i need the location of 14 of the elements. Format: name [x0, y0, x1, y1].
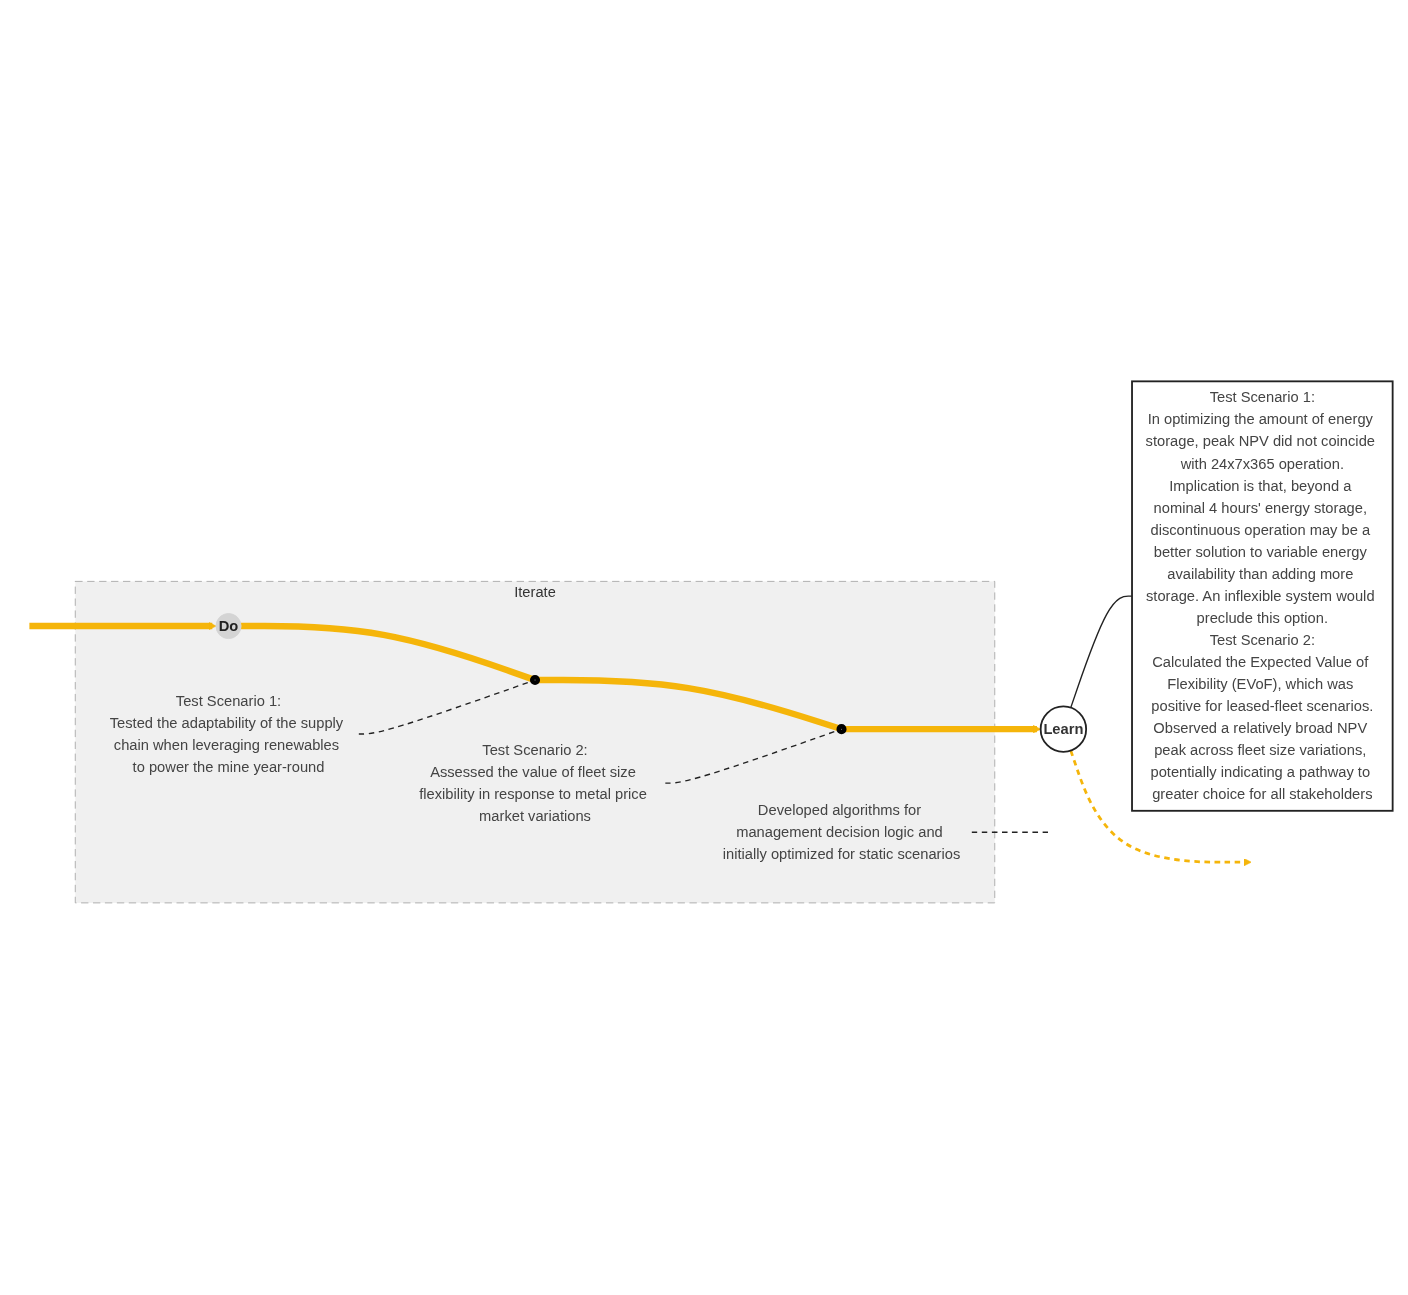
node-box: Test Scenario 1: In optimizing the amount of energy storage, peak NPV did not coincide with 24x7x365 operation. Implication is that, beyond a nominal 4 hours' energy storage, discontinuous operation may be a better solution to variable energy availability than adding more storage. An inflexible system would preclude this option. Test Scenario 2: Calculated the Expected Value of Flexibility (EVoF), which was positive for leased-fleet scenarios. Observed a relatively broad NPV peak across fleet size variations, potentially indicating a pathway to greater choice for all stakeholders: [1131, 380, 1394, 813]
arrow: [29, 622, 217, 631]
node-circle: [529, 675, 541, 686]
node-text: Test Scenario 2: Assessed the value of fleet size flexibility in response to metal price market variations: [419, 742, 647, 824]
connector: [537, 677, 840, 732]
node-text: Test Scenario 1: Tested the adaptability of the supply chain when leveraging renewables to power the mine year-round: [109, 693, 344, 775]
arrow: [1069, 750, 1252, 867]
arrow: [844, 725, 1041, 734]
connector: [1070, 595, 1133, 709]
node-circle: Do: [215, 613, 242, 640]
connector: [241, 623, 534, 683]
node-circle: Learn: [1039, 705, 1088, 754]
node-text: Developed algorithms for management decision logic and initially optimized for static scenarios: [722, 802, 961, 862]
node-circle: [836, 724, 847, 735]
